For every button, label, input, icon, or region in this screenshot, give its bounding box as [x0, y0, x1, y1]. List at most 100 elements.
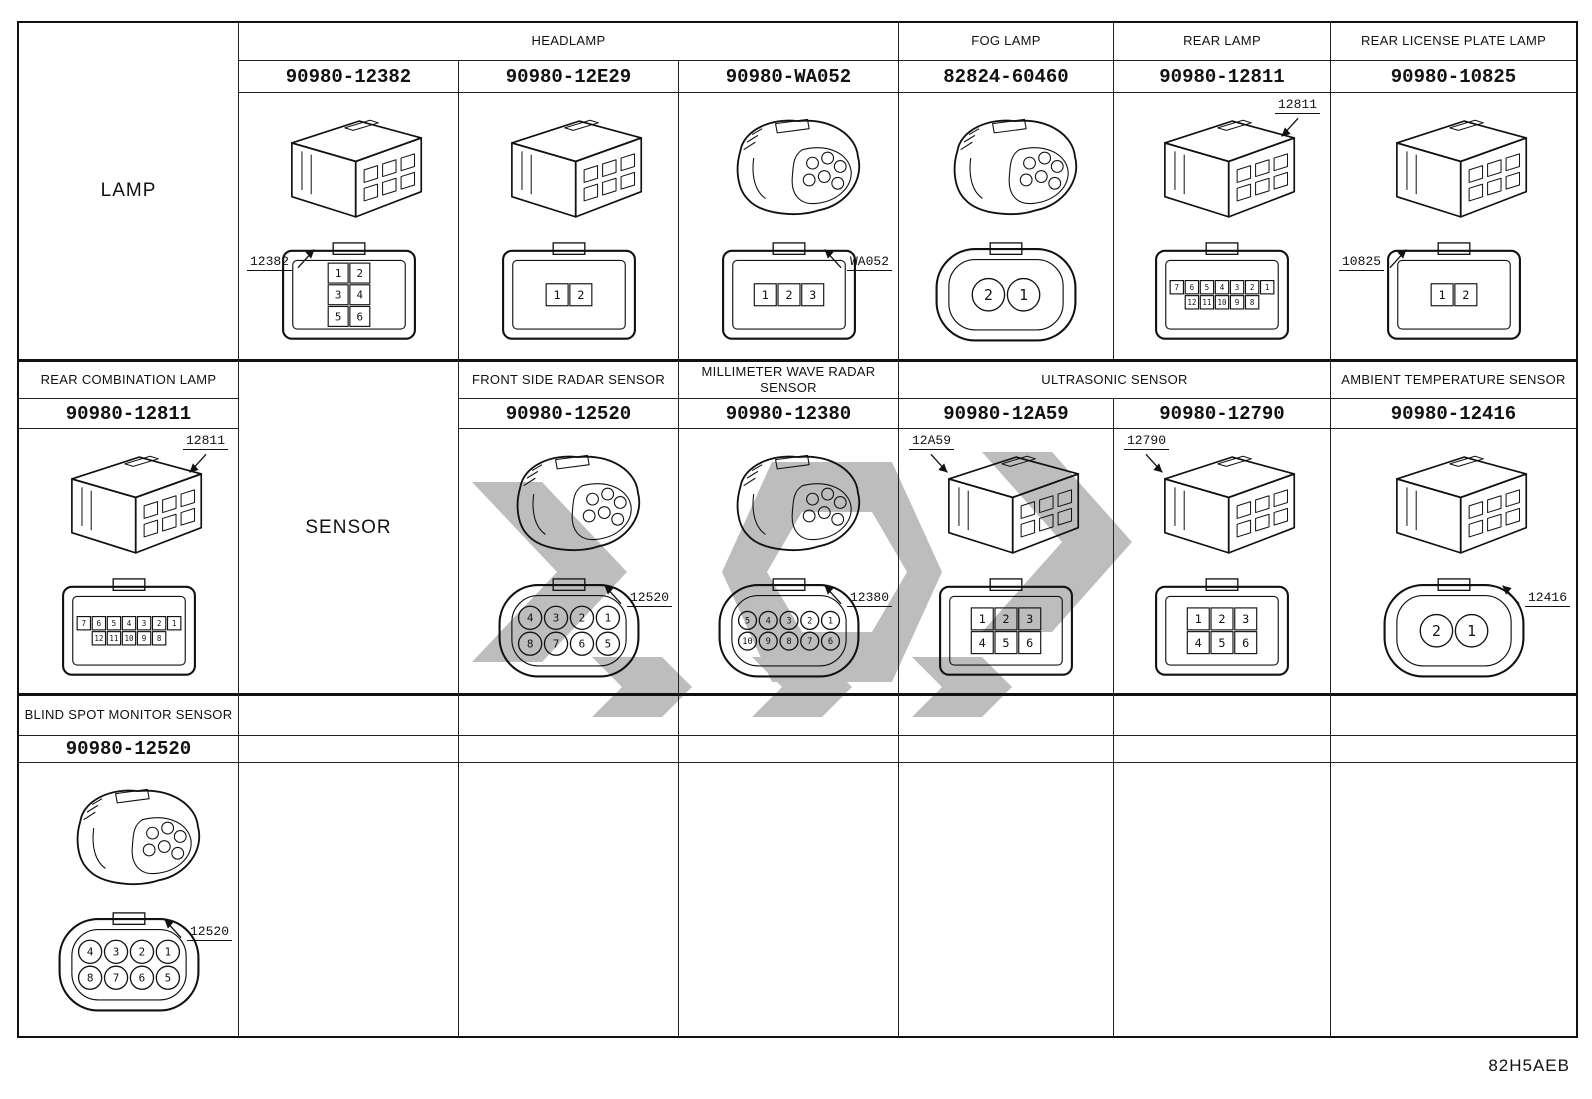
svg-text:7: 7 — [552, 638, 559, 651]
svg-text:2: 2 — [807, 617, 812, 627]
svg-text:7: 7 — [1175, 283, 1180, 292]
callout-label: 12790 — [1124, 433, 1170, 450]
callout-arrow-icon — [824, 585, 842, 605]
svg-text:6: 6 — [827, 637, 832, 647]
svg-text:4: 4 — [765, 617, 770, 627]
svg-text:3: 3 — [552, 612, 559, 625]
svg-text:11: 11 — [1202, 298, 1212, 307]
svg-text:1: 1 — [553, 288, 560, 302]
connector-callout: 12416 — [1496, 579, 1570, 607]
svg-text:6: 6 — [356, 310, 363, 323]
empty-cell — [899, 736, 1114, 763]
svg-text:6: 6 — [138, 972, 145, 985]
svg-text:5: 5 — [164, 972, 171, 985]
connector-callout: 12790 — [1124, 433, 1170, 479]
svg-text:8: 8 — [1250, 298, 1255, 307]
part-number-90980-12382: 90980-12382 — [239, 61, 459, 93]
callout-label: 10825 — [1339, 254, 1385, 271]
svg-text:9: 9 — [1235, 298, 1240, 307]
part-number-90980-12790: 90980-12790 — [1114, 399, 1331, 429]
empty-cell — [679, 736, 899, 763]
svg-text:9: 9 — [141, 634, 146, 643]
callout-label: 12A59 — [909, 433, 955, 450]
svg-text:2: 2 — [578, 612, 585, 625]
svg-text:3: 3 — [141, 619, 146, 628]
callout-arrow-icon — [604, 585, 622, 605]
svg-text:6: 6 — [578, 638, 585, 651]
svg-text:2: 2 — [577, 288, 584, 302]
connector-iso-drawing — [485, 105, 653, 233]
part-number-90980-12A59: 90980-12A59 — [899, 399, 1114, 429]
part-number-90980-12520: 90980-12520 — [459, 399, 679, 429]
svg-text:8: 8 — [786, 637, 791, 647]
svg-text:2: 2 — [1431, 623, 1440, 640]
callout-label: WA052 — [846, 254, 892, 271]
part-number-rear-combination-12811: 90980-12811 — [19, 399, 239, 429]
empty-cell — [239, 763, 459, 1036]
svg-text:4: 4 — [979, 636, 986, 650]
svg-text:2: 2 — [1250, 283, 1255, 292]
catalog-watermark-logo — [472, 452, 1132, 717]
empty-cell — [459, 693, 679, 736]
connector-iso-drawing — [922, 105, 1090, 233]
part-number-90980-12380: 90980-12380 — [679, 399, 899, 429]
empty-cell — [899, 763, 1114, 1036]
connector-cell-10825: 10825 1 2 — [1331, 93, 1576, 359]
svg-text:2: 2 — [156, 619, 161, 628]
callout-arrow-icon — [1502, 585, 1520, 605]
svg-text:4: 4 — [1220, 283, 1225, 292]
svg-text:1: 1 — [1467, 623, 1476, 640]
svg-text:1: 1 — [1438, 288, 1445, 302]
row-label-sensor: SENSOR — [239, 359, 459, 693]
header-ultrasonic-sensor: ULTRASONIC SENSOR — [899, 359, 1331, 399]
callout-arrow-icon — [930, 453, 948, 473]
lamp-label: LAMP — [100, 180, 157, 201]
callout-arrow-icon — [1281, 117, 1299, 137]
callout-label: 12811 — [1274, 97, 1320, 114]
svg-text:4: 4 — [126, 619, 131, 628]
svg-text:4: 4 — [1195, 636, 1202, 650]
svg-text:2: 2 — [138, 946, 145, 959]
svg-text:10: 10 — [1217, 298, 1227, 307]
svg-text:10: 10 — [124, 634, 134, 643]
empty-cell — [239, 693, 459, 736]
part-number-blind-spot-90980-12520: 90980-12520 — [19, 736, 239, 763]
callout-arrow-icon — [164, 919, 182, 939]
svg-text:2: 2 — [1462, 288, 1469, 302]
connector-iso-drawing — [705, 105, 873, 233]
connector-callout: 12A59 — [909, 433, 955, 479]
svg-text:3: 3 — [334, 289, 341, 302]
callout-label: 12520 — [186, 924, 232, 941]
svg-text:4: 4 — [86, 946, 93, 959]
connector-iso-drawing — [1370, 441, 1538, 569]
svg-text:5: 5 — [744, 617, 749, 627]
svg-text:2: 2 — [1218, 612, 1225, 626]
svg-text:7: 7 — [807, 637, 812, 647]
header-headlamp: HEADLAMP — [239, 23, 899, 61]
svg-text:10: 10 — [742, 637, 752, 647]
svg-text:2: 2 — [1002, 612, 1009, 626]
svg-text:3: 3 — [1235, 283, 1240, 292]
header-rear-combination-lamp: REAR COMBINATION LAMP — [19, 359, 239, 399]
callout-label: 12416 — [1524, 590, 1570, 607]
header-ambient-temperature-sensor: AMBIENT TEMPERATURE SENSOR — [1331, 359, 1576, 399]
svg-text:4: 4 — [356, 289, 363, 302]
connector-callout: WA052 — [818, 243, 892, 271]
callout-arrow-icon — [189, 453, 207, 473]
